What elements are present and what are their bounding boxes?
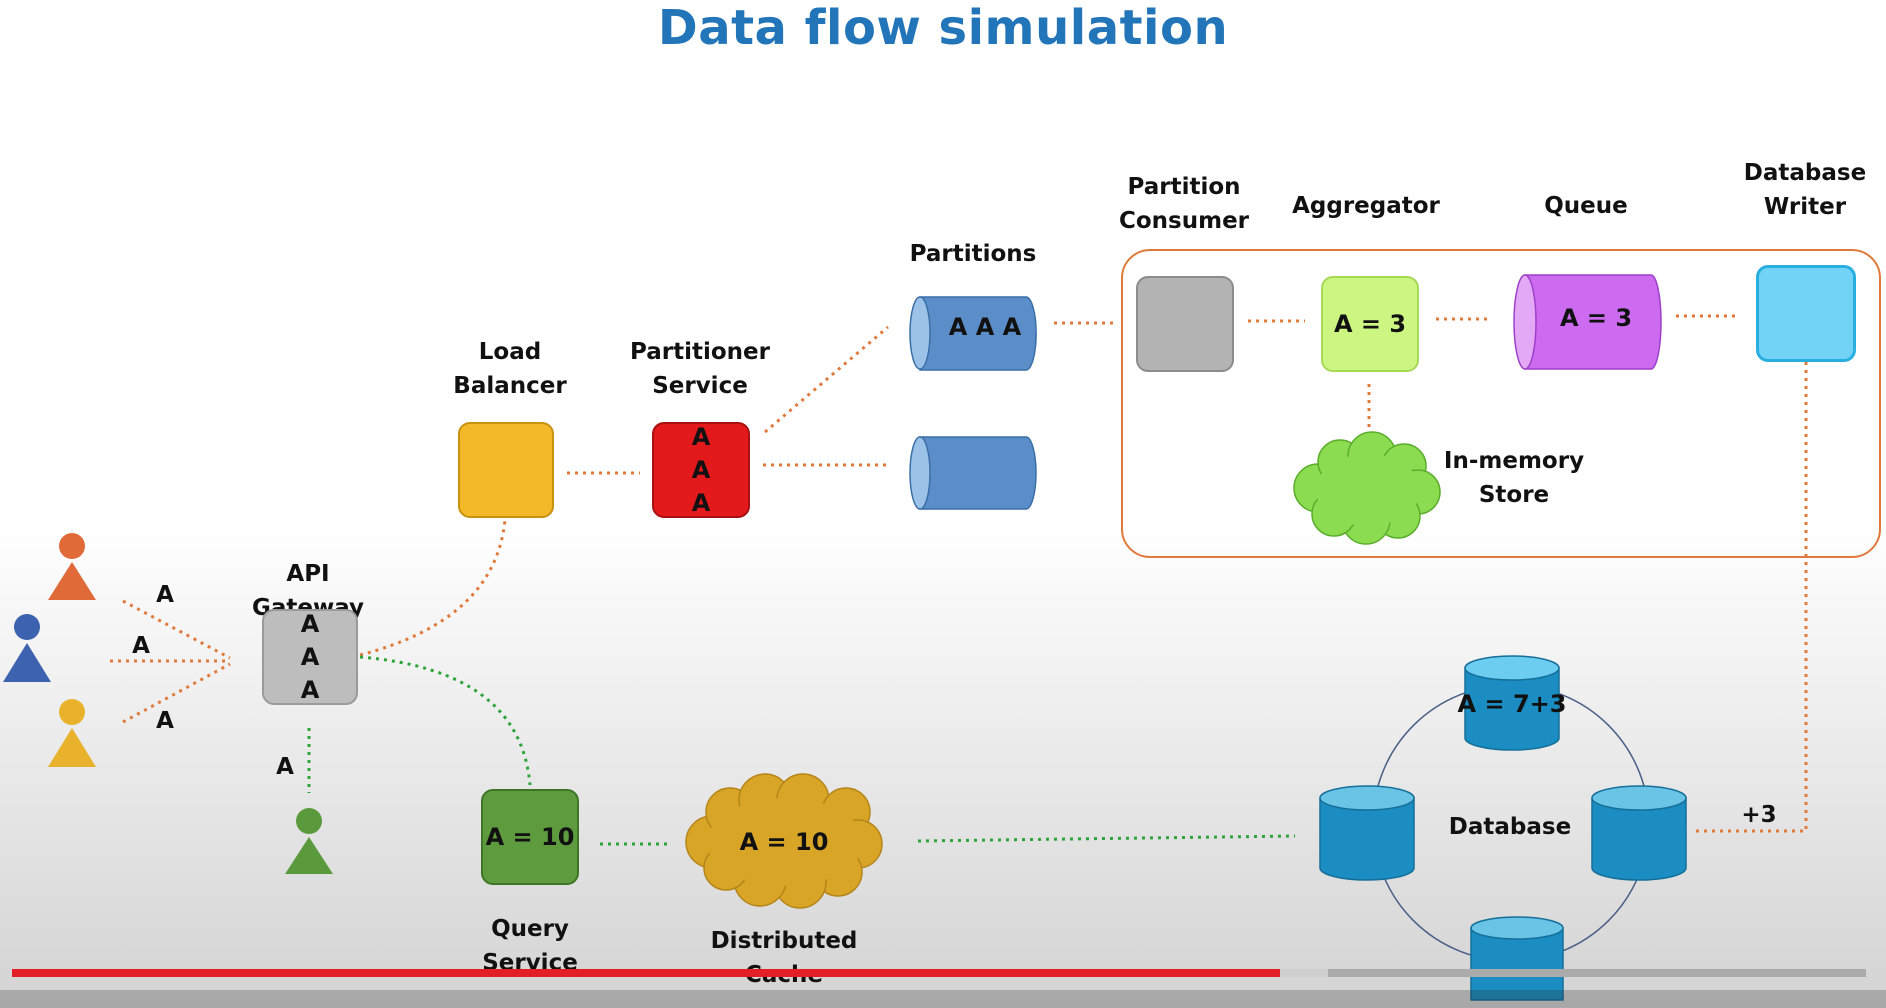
page-title: Data flow simulation bbox=[657, 0, 1229, 56]
label-partition-consumer: Partition Consumer bbox=[1118, 174, 1250, 234]
event-user-green: A bbox=[276, 754, 294, 780]
load-balancer-node bbox=[458, 422, 554, 518]
api-gateway-node: A A A bbox=[262, 609, 358, 705]
query-service-node: A = 10 bbox=[481, 789, 579, 885]
video-controls-bar[interactable] bbox=[0, 990, 1886, 1008]
event-user-yellow: A bbox=[156, 708, 174, 734]
event-user-blue: A bbox=[132, 633, 150, 659]
user-green-icon bbox=[285, 808, 333, 874]
in-memory-store-cloud bbox=[1293, 431, 1441, 545]
user-blue-icon bbox=[3, 614, 51, 682]
user-yellow-icon bbox=[48, 699, 96, 767]
aggregator-node: A = 3 bbox=[1321, 276, 1419, 372]
read-path-connectors bbox=[307, 655, 1296, 846]
partition-1-value: A A A bbox=[948, 313, 1022, 341]
label-database: Database bbox=[1448, 814, 1572, 840]
cache-value: A = 10 bbox=[739, 828, 829, 856]
label-partitions: Partitions bbox=[909, 241, 1037, 267]
label-database-writer: Database Writer bbox=[1743, 160, 1867, 220]
connector-partitioner-p1 bbox=[764, 325, 889, 434]
label-distributed-cache: Distributed Cache bbox=[710, 928, 858, 988]
video-progress-bar[interactable] bbox=[12, 969, 1866, 977]
label-api-gateway: API Gateway bbox=[251, 561, 365, 621]
label-partitioner-service: Partitioner Service bbox=[630, 339, 770, 399]
database-writer-node bbox=[1756, 265, 1856, 362]
label-in-memory-store: In-memory Store bbox=[1443, 448, 1585, 508]
user-orange-icon bbox=[48, 533, 96, 600]
label-queue: Queue bbox=[1544, 193, 1628, 219]
partition-consumer-node bbox=[1136, 276, 1234, 372]
connector-cache-database bbox=[917, 834, 1296, 843]
queue-value: A = 3 bbox=[1559, 304, 1633, 332]
connector-gateway-lb bbox=[359, 519, 507, 657]
distributed-cache-cloud bbox=[685, 773, 883, 909]
connector-gateway-query bbox=[359, 655, 532, 786]
write-path-connectors bbox=[110, 314, 1808, 833]
partitioner-node: A A A bbox=[652, 422, 750, 518]
database-shard-bottom bbox=[1470, 916, 1564, 1001]
queue-cylinder bbox=[1513, 274, 1662, 370]
video-progress-played bbox=[12, 969, 1281, 977]
database-shard-top bbox=[1464, 655, 1560, 751]
partition-2-cylinder bbox=[909, 436, 1037, 510]
database-shard-right bbox=[1591, 785, 1687, 881]
database-increment: +3 bbox=[1741, 802, 1777, 828]
connector-writer-database bbox=[1692, 362, 1808, 833]
database-shard-left bbox=[1319, 785, 1415, 881]
processing-group-border bbox=[1121, 249, 1881, 558]
database-top-value: A = 7+3 bbox=[1457, 690, 1567, 718]
label-load-balancer: Load Balancer bbox=[453, 339, 567, 399]
label-aggregator: Aggregator bbox=[1292, 193, 1440, 219]
partition-1-cylinder bbox=[909, 296, 1037, 371]
event-user-orange: A bbox=[156, 582, 174, 608]
